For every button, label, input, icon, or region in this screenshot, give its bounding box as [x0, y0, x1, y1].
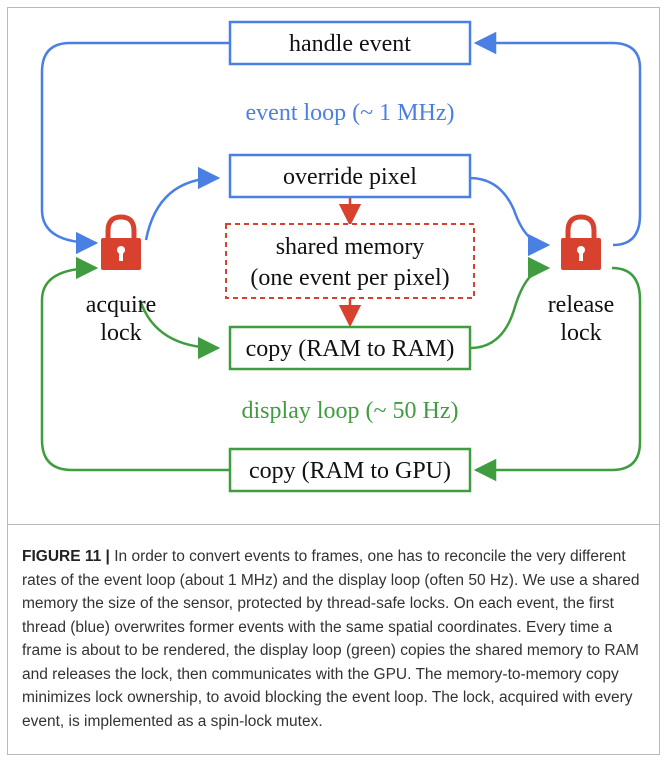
display-loop-path-acquire-to-copy: [138, 299, 221, 360]
shared-memory-box: shared memory (one event per pixel): [225, 223, 475, 299]
release-lock-label-line1: release: [548, 292, 615, 318]
event-loop-path-top-right: [473, 31, 642, 247]
event-loop-path-to-release: [469, 176, 551, 257]
display-loop-path-copy-to-release: [469, 256, 551, 350]
copy-ram-to-ram-box: copy (RAM to RAM): [228, 325, 472, 371]
event-display-loop-diagram: handle event event loop (~ 1 MHz) overri…: [40, 20, 642, 493]
acquire-lock-label-line1: acquire: [86, 292, 157, 318]
shared-memory-label-line1: shared memory: [276, 234, 425, 260]
override-pixel-label: override pixel: [283, 164, 417, 190]
figure-label: FIGURE 11 |: [22, 548, 110, 565]
copy-ram-to-gpu-label: copy (RAM to GPU): [249, 458, 451, 484]
display-loop-path-release-to-gpu: [473, 266, 642, 482]
acquire-lock-label-line2: lock: [100, 320, 141, 346]
copy-ram-to-ram-label: copy (RAM to RAM): [246, 336, 455, 362]
display-loop-path-gpu-to-acquire: [40, 256, 230, 472]
override-pixel-box: override pixel: [228, 153, 472, 199]
release-lock-label-line2: lock: [560, 320, 601, 346]
handle-event-label: handle event: [289, 31, 411, 57]
figure-frame: [7, 7, 660, 755]
display-loop-label: display loop (~ 50 Hz): [242, 398, 459, 424]
handle-event-box: handle event: [228, 20, 472, 66]
release-lock-icon: [561, 214, 601, 270]
acquire-lock-icon: [101, 214, 141, 270]
event-loop-path-top-left: [40, 41, 230, 255]
event-loop-label: event loop (~ 1 MHz): [246, 100, 455, 126]
shared-memory-label-line2: (one event per pixel): [250, 265, 449, 291]
figure-caption: FIGURE 11 | In order to convert events t…: [22, 545, 647, 733]
figure-caption-text: In order to convert events to frames, on…: [22, 548, 640, 730]
event-loop-path-to-override: [144, 166, 221, 241]
caption-divider: [7, 524, 660, 525]
copy-ram-to-gpu-box: copy (RAM to GPU): [228, 447, 472, 493]
